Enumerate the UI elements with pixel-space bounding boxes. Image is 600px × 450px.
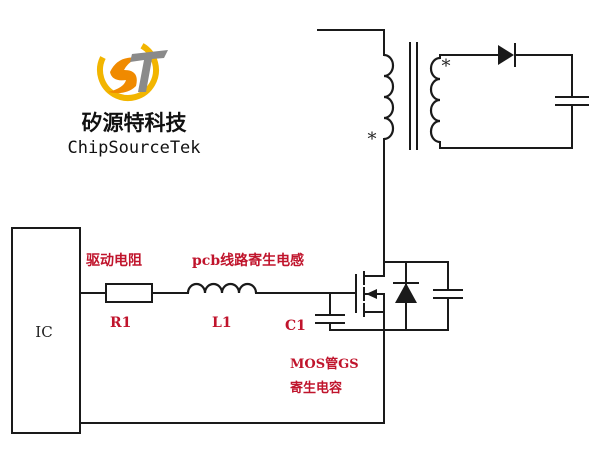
- primary-dot-mark: *: [368, 129, 377, 150]
- logo-ring-mark: [97, 39, 159, 101]
- secondary-winding: [429, 56, 441, 144]
- label-l1: L1: [212, 315, 232, 331]
- label-drive-resistor: 驱动电阻: [86, 252, 142, 269]
- logo-t-mark: [130, 50, 168, 92]
- logo-s-mark: [108, 57, 138, 94]
- label-mos-gs-line2: 寄生电容: [290, 380, 342, 396]
- mosfet: [355, 261, 385, 331]
- primary-winding: [383, 53, 395, 141]
- ic-block: [11, 227, 81, 434]
- mosfet-body-arrow: [366, 289, 377, 299]
- logo-company-en: ChipSourceTek: [67, 138, 200, 158]
- resistor-r1: [105, 283, 153, 303]
- label-r1: R1: [110, 315, 131, 331]
- ic-label: IC: [35, 323, 52, 341]
- inductor-l1: [186, 282, 258, 294]
- label-c1: C1: [285, 318, 306, 334]
- label-pcb-inductance: pcb线路寄生电感: [192, 252, 304, 269]
- body-diode: [395, 283, 417, 303]
- secondary-dot-mark: *: [442, 56, 451, 77]
- company-logo: 矽源特科技 ChipSourceTek: [67, 39, 201, 158]
- label-mos-gs-line1: MOS管GS: [290, 356, 359, 372]
- output-diode: [498, 45, 514, 65]
- logo-company-cn: 矽源特科技: [82, 111, 188, 135]
